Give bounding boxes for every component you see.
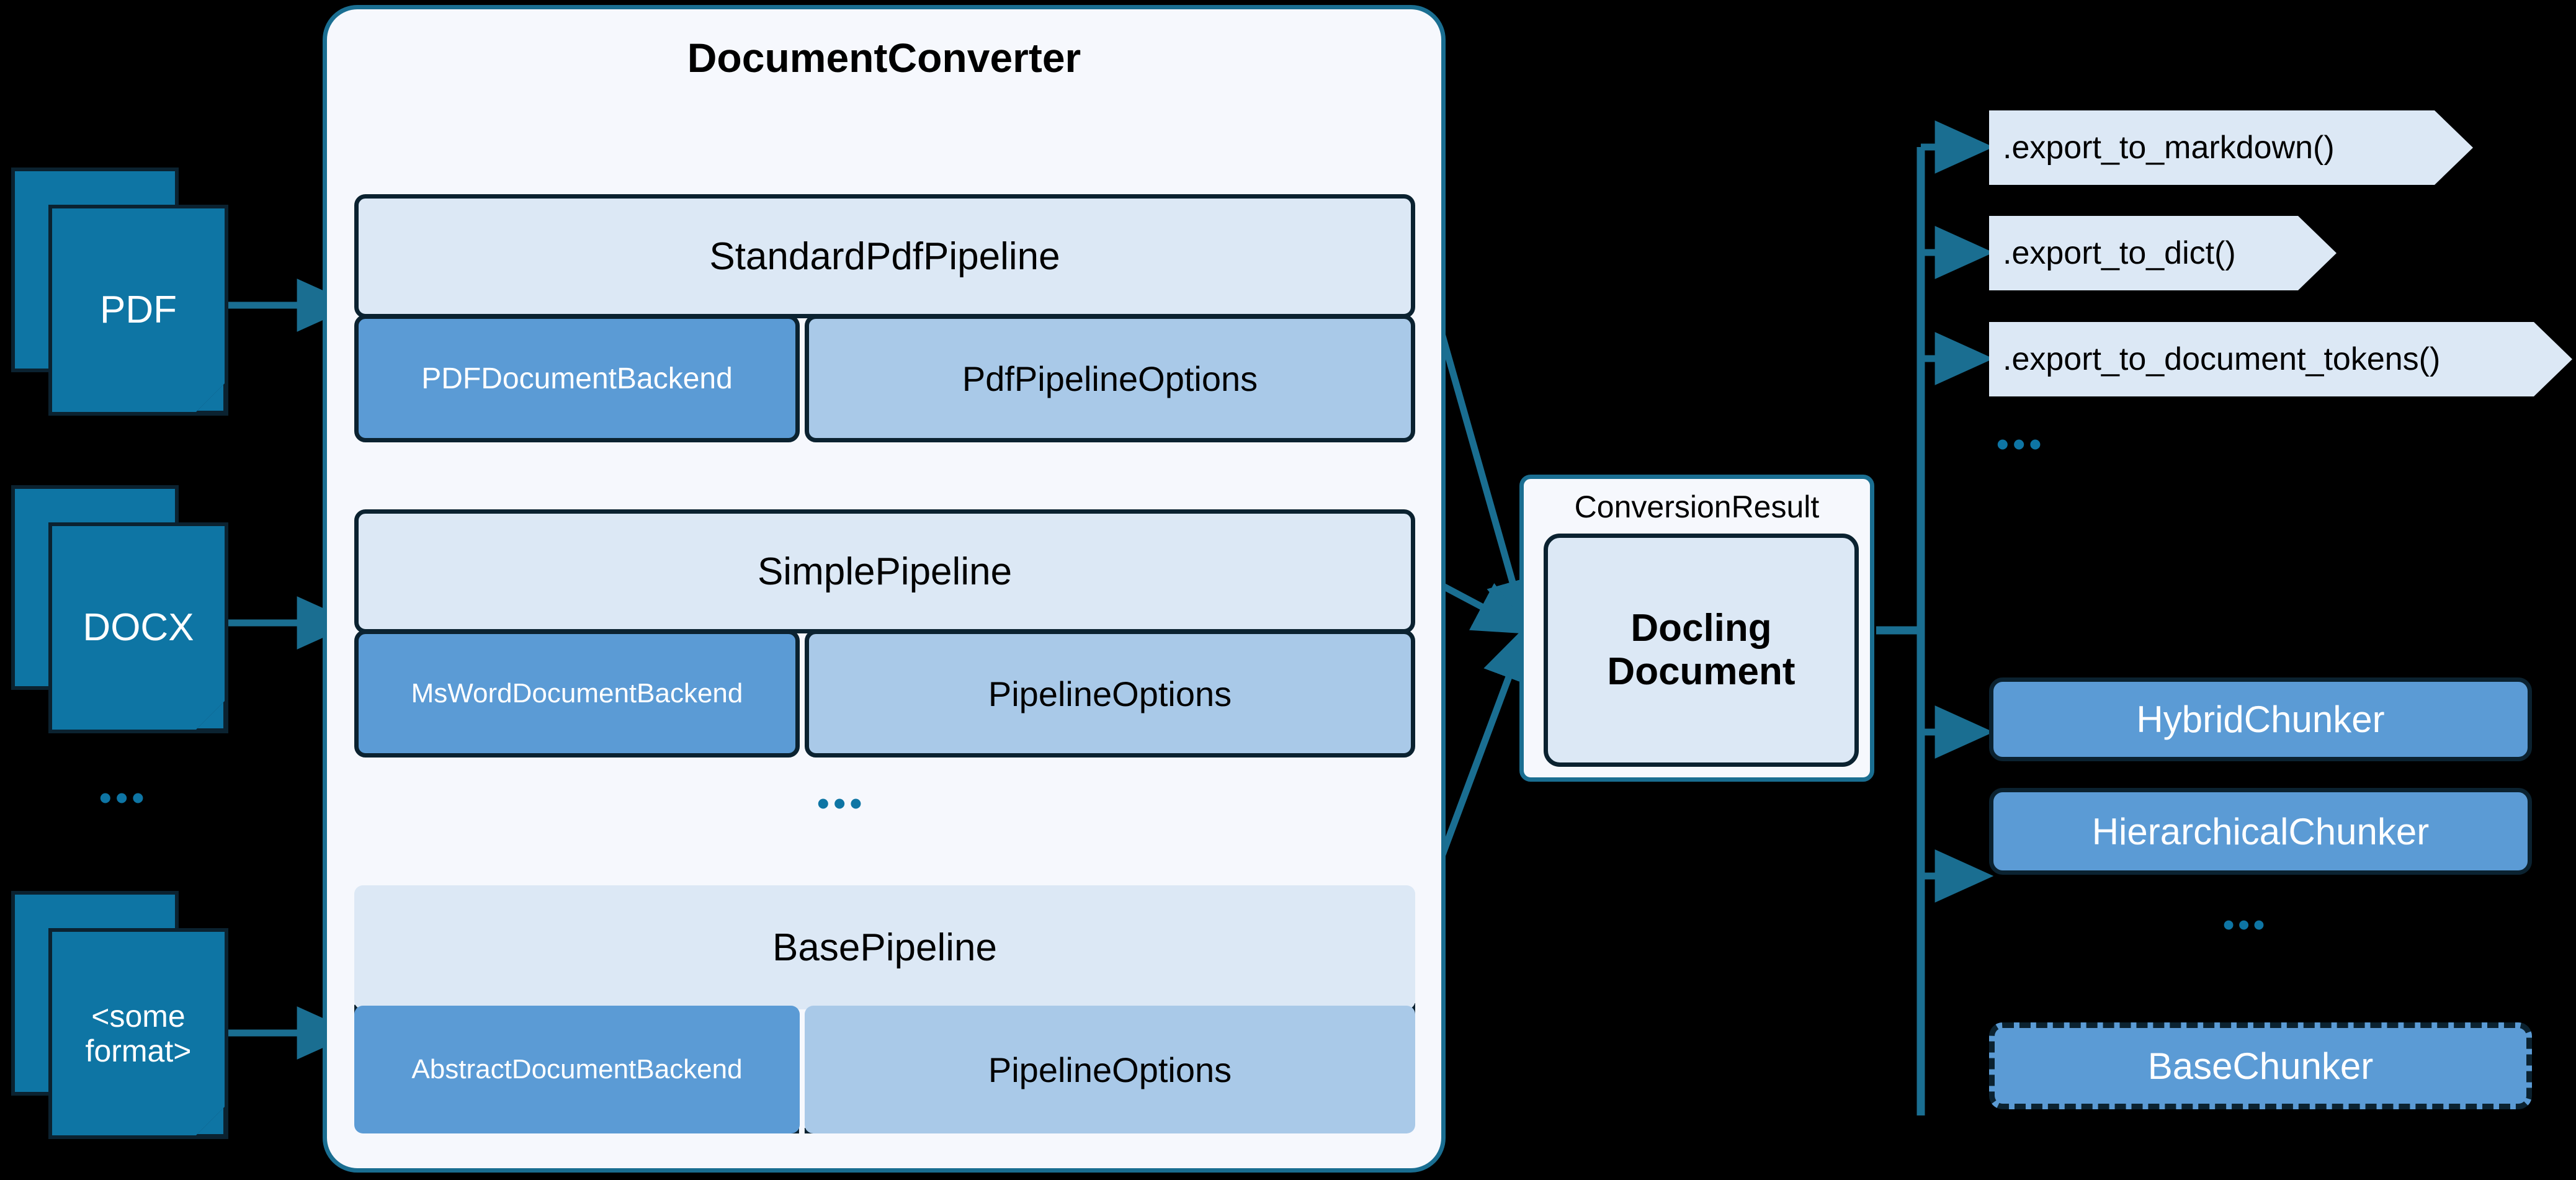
docling-document-line1: Docling [1630,606,1772,650]
ellipsis-text: ••• [1997,424,2046,463]
ellipsis-text: ••• [99,778,148,817]
export-method-dict[interactable]: .export_to_dict() [1989,216,2337,290]
pipeline-group-base[interactable]: BasePipeline AbstractDocumentBackend Pip… [354,885,1415,1133]
pipelines-ellipsis: ••• [817,786,866,821]
export-method-label: .export_to_dict() [2003,235,2236,271]
input-formats-ellipsis: ••• [99,780,148,815]
ellipsis-text: ••• [2223,907,2269,943]
export-method-markdown[interactable]: .export_to_markdown() [1989,110,2473,185]
export-method-label: .export_to_markdown() [2003,130,2335,166]
pipeline-options-box[interactable]: PipelineOptions [805,1006,1415,1133]
document-label: DOCX [83,606,194,650]
docling-document-label: Docling Document [1607,607,1795,694]
export-method-label: .export_to_document_tokens() [2003,341,2441,377]
pipeline-name-box[interactable]: StandardPdfPipeline [354,194,1415,318]
conversion-result-title: ConversionResult [1524,489,1870,525]
pipeline-name-box[interactable]: SimplePipeline [354,509,1415,633]
pipeline-options-label: PipelineOptions [988,674,1232,713]
document-label: PDF [100,288,177,332]
chunker-hierarchical[interactable]: HierarchicalChunker [1989,788,2532,875]
pipeline-components-row: MsWordDocumentBackend PipelineOptions [354,630,1415,758]
pipeline-group-standard-pdf[interactable]: StandardPdfPipeline PDFDocumentBackend P… [354,194,1415,442]
input-document-other[interactable]: <some format> [11,891,228,1139]
pipeline-options-box[interactable]: PipelineOptions [805,630,1415,758]
result-output-trunk [1876,147,1925,1115]
pipeline-components-row: PDFDocumentBackend PdfPipelineOptions [354,315,1415,442]
chunker-hybrid[interactable]: HybridChunker [1989,677,2532,761]
pipeline-backend-label: AbstractDocumentBackend [411,1054,743,1084]
docling-document-box[interactable]: Docling Document [1544,534,1859,767]
pipeline-options-label: PdfPipelineOptions [962,359,1258,398]
document-label-line2: format> [85,1034,192,1068]
pipeline-options-label: PipelineOptions [988,1050,1232,1089]
input-document-pdf[interactable]: PDF [11,168,228,416]
document-front-sheet: <some format> [48,928,228,1139]
chunker-label: HybridChunker [2136,699,2385,740]
export-methods-ellipsis: ••• [1997,427,2046,462]
pipeline-name-label: SimplePipeline [757,550,1013,593]
pipeline-backend-label: MsWordDocumentBackend [411,678,743,708]
document-front-sheet: DOCX [48,522,228,733]
chunkers-ellipsis: ••• [2223,909,2268,941]
pipeline-name-box[interactable]: BasePipeline [354,885,1415,1009]
pipeline-backend-box[interactable]: MsWordDocumentBackend [354,630,800,758]
document-label: <some format> [79,999,198,1068]
conversion-result-title-text: ConversionResult [1574,489,1820,524]
document-label-line1: <some [91,999,186,1034]
chunker-base[interactable]: BaseChunker [1989,1022,2532,1109]
document-converter-panel[interactable]: DocumentConverter StandardPdfPipeline PD… [323,5,1446,1173]
pipeline-options-box[interactable]: PdfPipelineOptions [805,315,1415,442]
pipeline-name-label: StandardPdfPipeline [709,235,1060,278]
pipeline-backend-label: PDFDocumentBackend [421,362,733,395]
document-front-sheet: PDF [48,205,228,416]
page-title: DocumentConverter [327,34,1441,81]
pipeline-components-row: AbstractDocumentBackend PipelineOptions [354,1006,1415,1133]
export-method-document-tokens[interactable]: .export_to_document_tokens() [1989,322,2572,396]
pipeline-group-simple[interactable]: SimplePipeline MsWordDocumentBackend Pip… [354,509,1415,758]
input-document-docx[interactable]: DOCX [11,485,228,733]
page-title-text: DocumentConverter [687,35,1081,81]
docling-document-line2: Document [1607,650,1796,693]
result-branch-arrows [1921,120,1994,903]
pipeline-name-label: BasePipeline [772,926,997,969]
chunker-label: BaseChunker [2147,1045,2374,1087]
pipeline-backend-box[interactable]: PDFDocumentBackend [354,315,800,442]
conversion-result-panel[interactable]: ConversionResult Docling Document [1519,475,1874,782]
pipeline-backend-box[interactable]: AbstractDocumentBackend [354,1006,800,1133]
chunker-label: HierarchicalChunker [2091,810,2430,852]
ellipsis-text: ••• [817,784,866,823]
